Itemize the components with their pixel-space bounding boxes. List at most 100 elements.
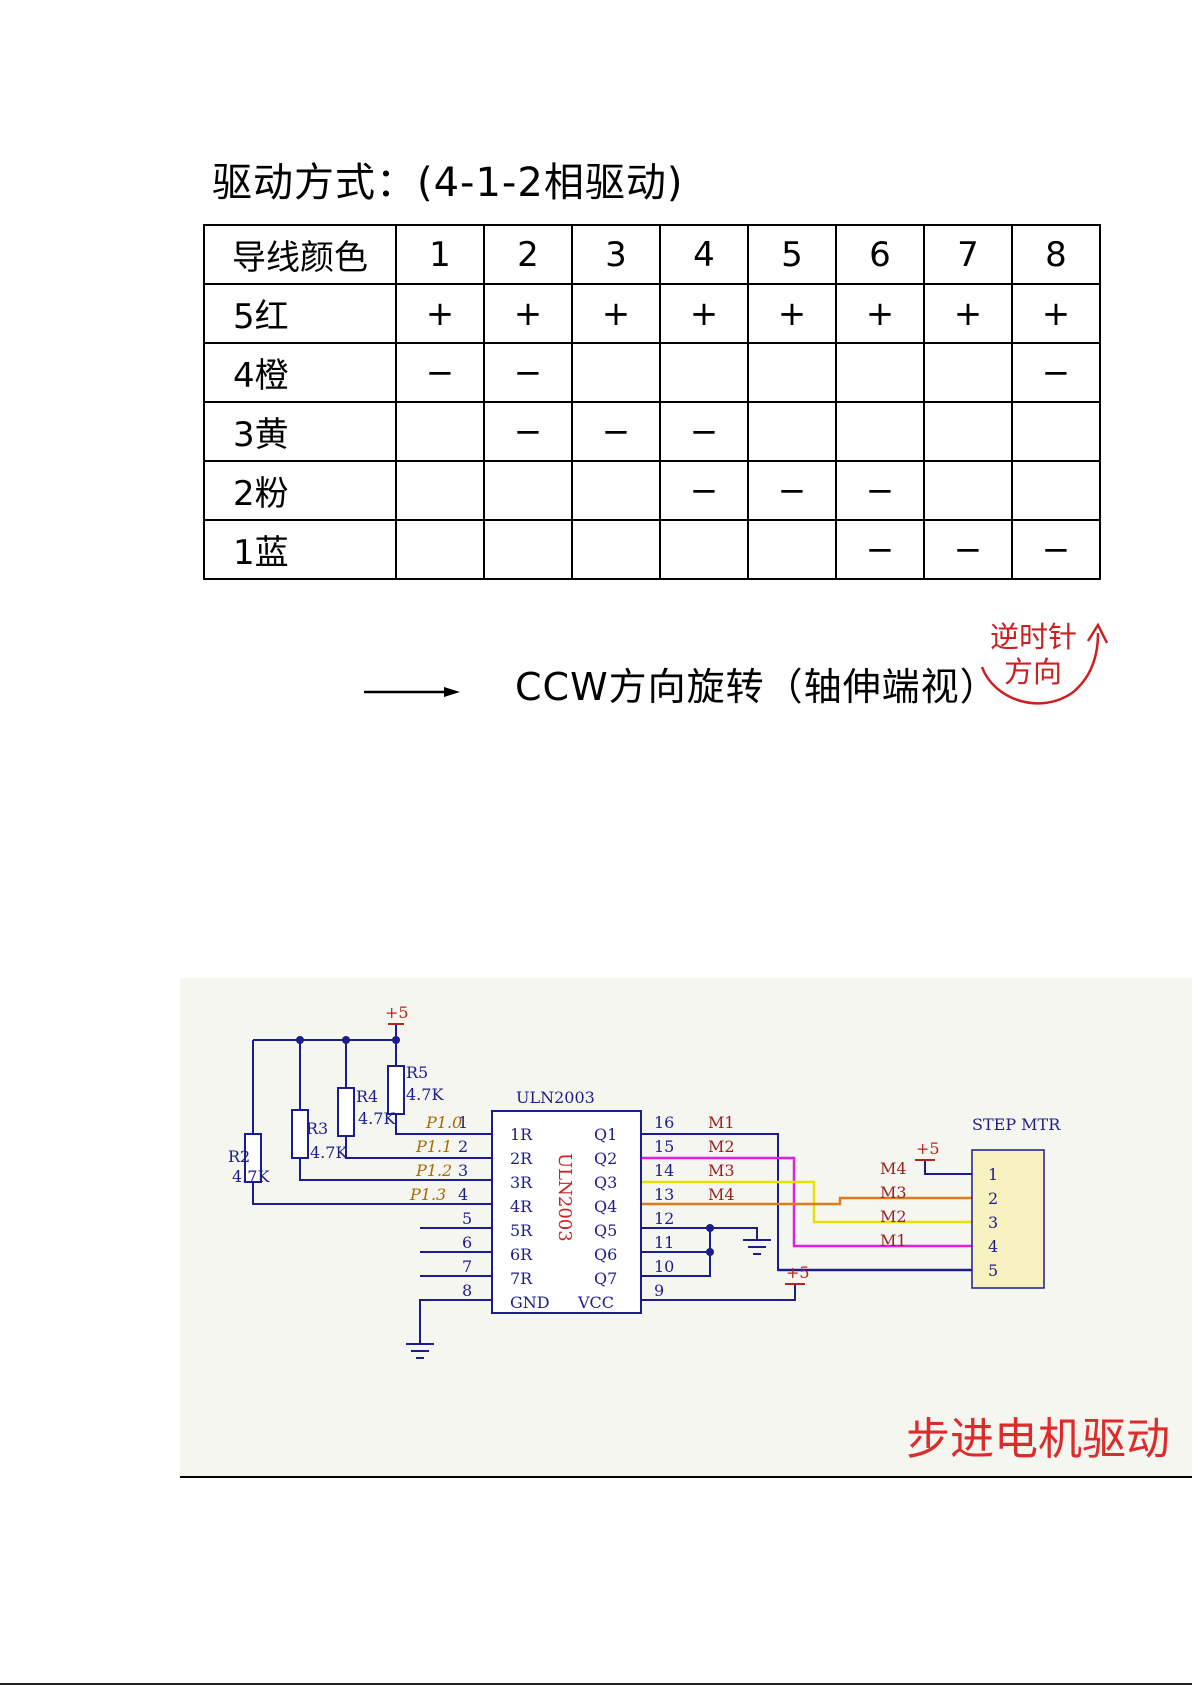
ccw-note-line2: 方向	[1004, 655, 1063, 689]
phase-cell	[483, 519, 573, 580]
phase-cell	[395, 460, 485, 521]
phase-cell: +	[571, 283, 661, 344]
ic-pin-num-10: 10	[654, 1257, 674, 1276]
net-label-m4: M4	[708, 1185, 735, 1204]
ic-pin-num-13: 13	[654, 1185, 674, 1204]
phase-cell	[835, 342, 925, 403]
ic-pin-num-12: 12	[654, 1209, 674, 1228]
ic-pin-label-5r: 5R	[510, 1221, 533, 1240]
schematic-title: 步进电机驱动	[906, 1414, 1170, 1465]
phase-cell: +	[747, 283, 837, 344]
ic-pin-label-3r: 3R	[510, 1173, 533, 1192]
connector-net-m4: M4	[880, 1159, 907, 1178]
phase-cell: −	[747, 460, 837, 521]
r5-ref: R5	[406, 1063, 428, 1082]
phase-cell	[747, 342, 837, 403]
header-step-4: 4	[659, 224, 749, 285]
wire-color-cell: 1蓝	[203, 519, 397, 580]
ic-pin-label-q5: Q5	[594, 1221, 617, 1240]
phase-cell: −	[483, 401, 573, 462]
connector-pin-1: 1	[988, 1165, 998, 1184]
r4-value: 4.7K	[358, 1109, 396, 1128]
phase-cell: −	[395, 342, 485, 403]
ic-pin-label-q2: Q2	[594, 1149, 617, 1168]
phase-cell	[747, 519, 837, 580]
ic-pin-label-7r: 7R	[510, 1269, 533, 1288]
phase-cell	[659, 519, 749, 580]
supply-label-connector: +5	[916, 1139, 940, 1158]
page-bottom-rule	[0, 1683, 1192, 1685]
connector-name: STEP MTR	[972, 1115, 1061, 1134]
phase-cell: +	[483, 283, 573, 344]
header-step-1: 1	[395, 224, 485, 285]
phase-cell: −	[483, 342, 573, 403]
wire-color-cell: 5红	[203, 283, 397, 344]
phase-cell: −	[659, 401, 749, 462]
ic-pin-label-q6: Q6	[594, 1245, 617, 1264]
phase-cell: −	[835, 519, 925, 580]
header-step-6: 6	[835, 224, 925, 285]
direction-arrow-icon	[364, 687, 460, 697]
phase-cell	[835, 401, 925, 462]
ic-pin-label-q7: Q7	[594, 1269, 617, 1288]
ic-pin-label-6r: 6R	[510, 1245, 533, 1264]
phase-cell: +	[835, 283, 925, 344]
ic-body-label: ULN2003	[554, 1153, 575, 1242]
ic-pin-num-2: 2	[458, 1137, 468, 1156]
phase-cell	[483, 460, 573, 521]
port-label-p11: P1.1	[415, 1137, 452, 1156]
ic-pin-label-q3: Q3	[594, 1173, 617, 1192]
ic-pin-label-q4: Q4	[594, 1197, 617, 1216]
connector-pin-4: 4	[988, 1237, 998, 1256]
phase-cell	[395, 401, 485, 462]
ic-pin-num-14: 14	[654, 1161, 674, 1180]
phase-cell: −	[1011, 519, 1101, 580]
r5-value: 4.7K	[406, 1085, 444, 1104]
phase-cell: +	[659, 283, 749, 344]
port-label-p13: P1.3	[409, 1185, 446, 1204]
phase-cell: −	[571, 401, 661, 462]
r2-ref: R2	[228, 1147, 250, 1166]
phase-cell	[923, 401, 1013, 462]
ic-pin-label-q1: Q1	[594, 1125, 617, 1144]
phase-cell	[923, 460, 1013, 521]
phase-cell: −	[923, 519, 1013, 580]
ic-pin-num-11: 11	[654, 1233, 674, 1252]
ic-pin-num-6: 6	[462, 1233, 472, 1252]
phase-cell	[659, 342, 749, 403]
header-step-8: 8	[1011, 224, 1101, 285]
ccw-curved-arrow-icon	[980, 622, 1109, 705]
phase-row: 4橙−−−	[203, 342, 1101, 403]
phase-cell: +	[923, 283, 1013, 344]
phase-row: 2粉−−−	[203, 460, 1101, 521]
phase-cell	[747, 401, 837, 462]
r3-value: 4.7K	[310, 1143, 348, 1162]
phase-cell: +	[1011, 283, 1101, 344]
phase-cell	[395, 519, 485, 580]
port-label-p12: P1.2	[415, 1161, 452, 1180]
schematic-drawing: +5 +5 +5 R2 4.7K R3 4.7K R4 4.7K R5 4.7K…	[228, 1003, 1061, 1359]
supply-label-r5: +5	[385, 1003, 409, 1022]
header-wire-color: 导线颜色	[203, 224, 397, 285]
direction-caption: CCW方向旋转（轴伸端视）	[515, 665, 999, 709]
connector-pin-3: 3	[988, 1213, 998, 1232]
wire-color-cell: 4橙	[203, 342, 397, 403]
stepper-driver-schematic: +5 +5 +5 R2 4.7K R3 4.7K R4 4.7K R5 4.7K…	[180, 978, 1192, 1478]
phase-cell	[571, 460, 661, 521]
header-step-3: 3	[571, 224, 661, 285]
ic-pin-num-7: 7	[462, 1257, 472, 1276]
ic-name: ULN2003	[516, 1088, 595, 1107]
ic-pin-num-3: 3	[458, 1161, 468, 1180]
ic-pin-label-gnd: GND	[510, 1293, 550, 1312]
wire-color-cell: 3黄	[203, 401, 397, 462]
ic-pin-num-1: 1	[458, 1113, 468, 1132]
ic-pin-num-9: 9	[654, 1281, 664, 1300]
port-label-p10: P1.0	[425, 1113, 462, 1132]
wire-color-cell: 2粉	[203, 460, 397, 521]
ccw-note-line1: 逆时针	[990, 620, 1078, 654]
header-step-7: 7	[923, 224, 1013, 285]
connector-pin-2: 2	[988, 1189, 998, 1208]
phase-row: 5红++++++++	[203, 283, 1101, 344]
ic-pin-label-4r: 4R	[510, 1197, 533, 1216]
